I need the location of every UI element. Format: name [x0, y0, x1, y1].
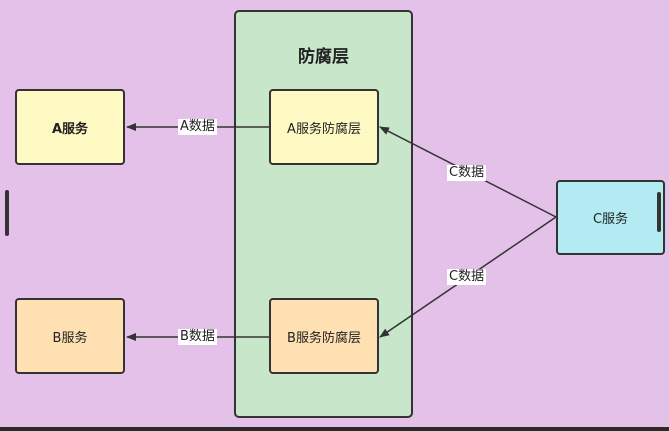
- b-acl-label: B服务防腐层: [287, 330, 361, 346]
- c-service-node[interactable]: C服务: [556, 180, 665, 255]
- b-service-label: B服务: [52, 330, 88, 346]
- edge-label-a-data: A数据: [178, 119, 217, 135]
- right-scroll-handle[interactable]: [657, 192, 661, 232]
- c-service-label: C服务: [592, 212, 629, 227]
- b-service-node[interactable]: B服务: [15, 298, 125, 374]
- left-scroll-handle[interactable]: [5, 190, 9, 236]
- a-acl-node[interactable]: A服务防腐层: [269, 89, 379, 165]
- a-service-node[interactable]: A服务: [15, 89, 125, 165]
- a-acl-label: A服务防腐层: [287, 121, 361, 137]
- edge-label-b-data: B数据: [178, 329, 217, 345]
- bottom-edge-bar: [0, 427, 669, 431]
- edge-label-c-data-bottom: C数据: [447, 269, 487, 285]
- a-service-label: A服务: [51, 121, 89, 137]
- edge-label-c-data-top: C数据: [447, 165, 487, 181]
- layer-title: 防腐层: [298, 47, 349, 67]
- b-acl-node[interactable]: B服务防腐层: [269, 298, 379, 374]
